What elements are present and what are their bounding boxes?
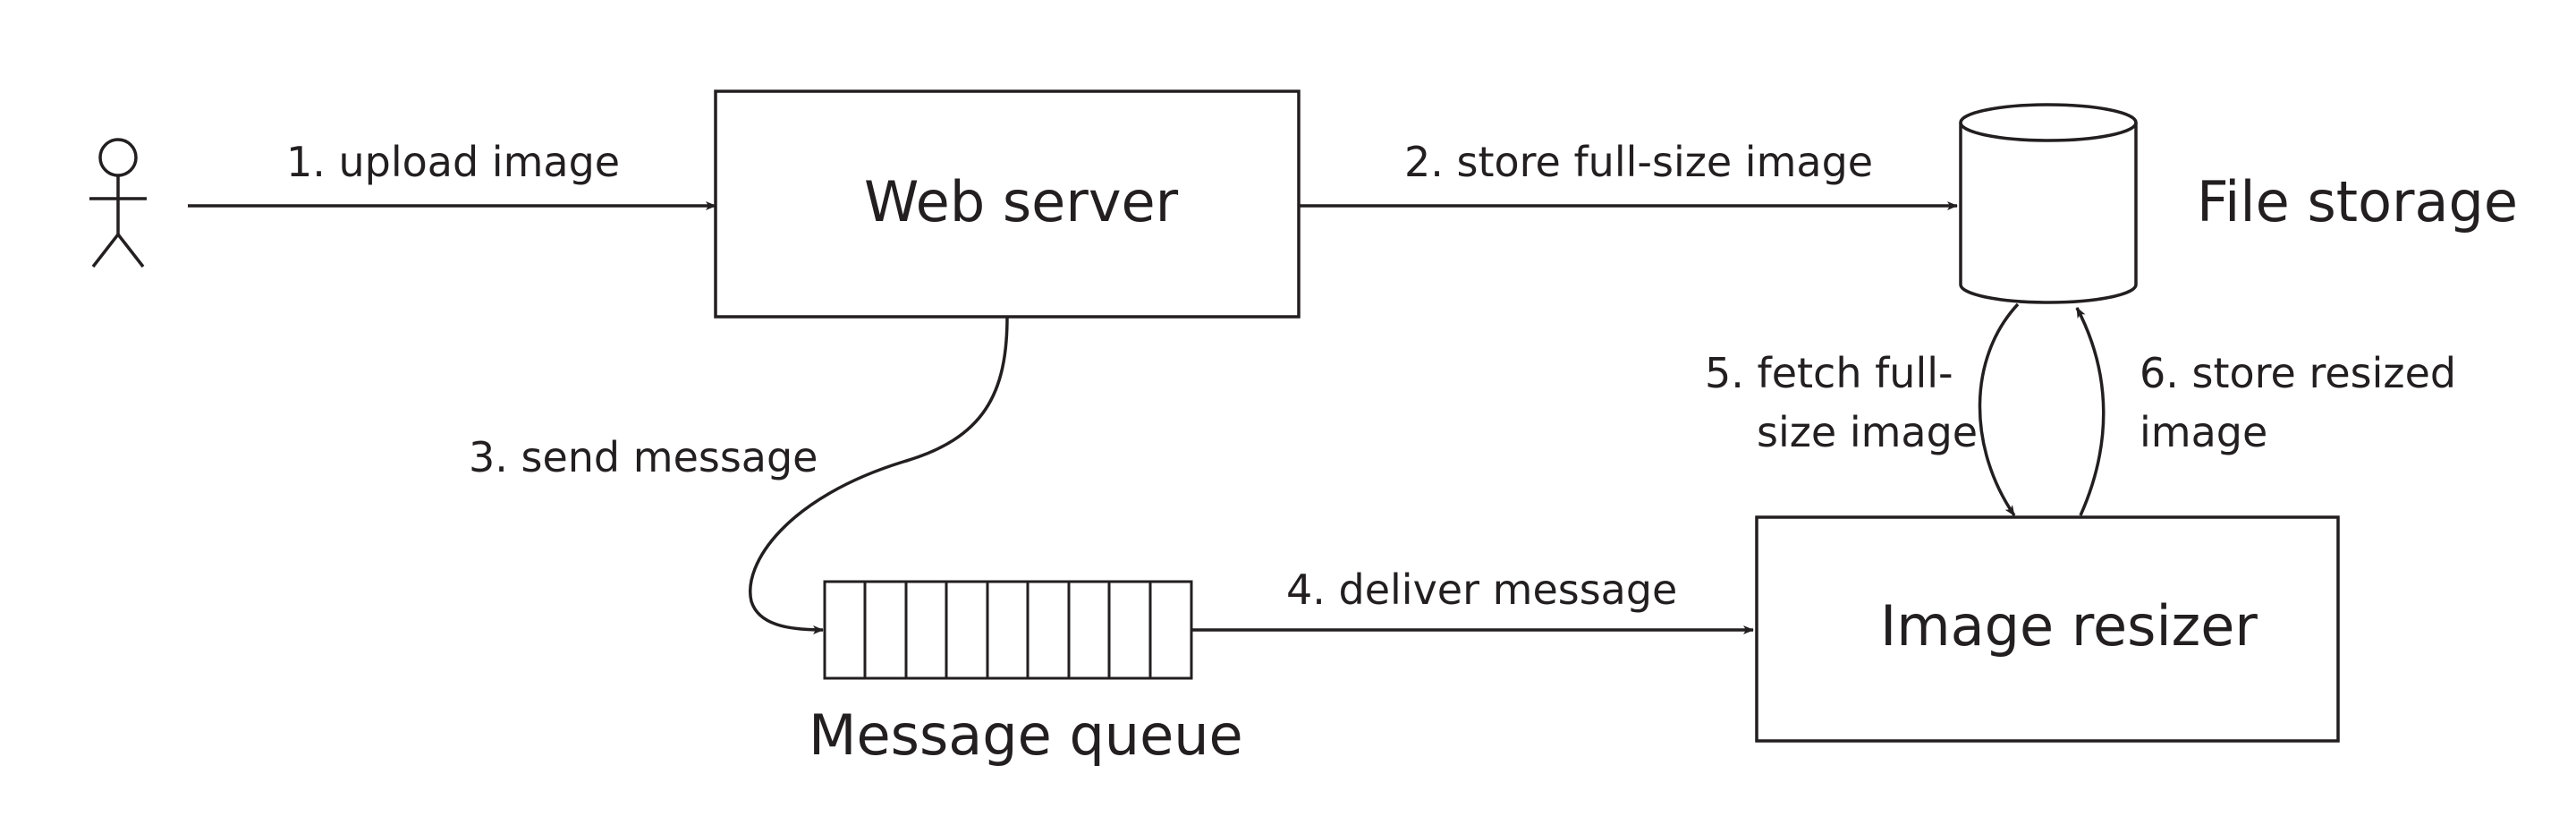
file-storage-label: File storage (2197, 169, 2518, 234)
edge-label-fetch-line1: 5. fetch full- (1705, 349, 1953, 397)
image-resizer-box[interactable] (1755, 515, 2340, 743)
edge-label-send-message: 3. send message (469, 433, 818, 481)
arrow-store-resized (2075, 307, 2106, 516)
edge-label-store-resized-line2: image (2140, 408, 2268, 456)
arrow-fetch-full-size (1978, 302, 2020, 516)
message-queue-icon[interactable] (823, 580, 1193, 680)
edge-label-fetch-line2: size image (1757, 408, 1979, 456)
image-resizer-label: Image resizer (1880, 593, 2258, 659)
user-icon (89, 138, 147, 268)
arrow-send-message (749, 316, 1009, 634)
message-queue-label: Message queue (809, 702, 1243, 768)
edge-label-upload: 1. upload image (286, 138, 621, 186)
edge-label-deliver-message: 4. deliver message (1286, 566, 1678, 614)
edge-label-store-resized-line1: 6. store resized (2140, 349, 2457, 397)
edge-label-store-full: 2. store full-size image (1404, 138, 1874, 186)
file-storage-cylinder-icon[interactable] (1959, 103, 2138, 304)
web-server-label: Web server (864, 169, 1179, 234)
